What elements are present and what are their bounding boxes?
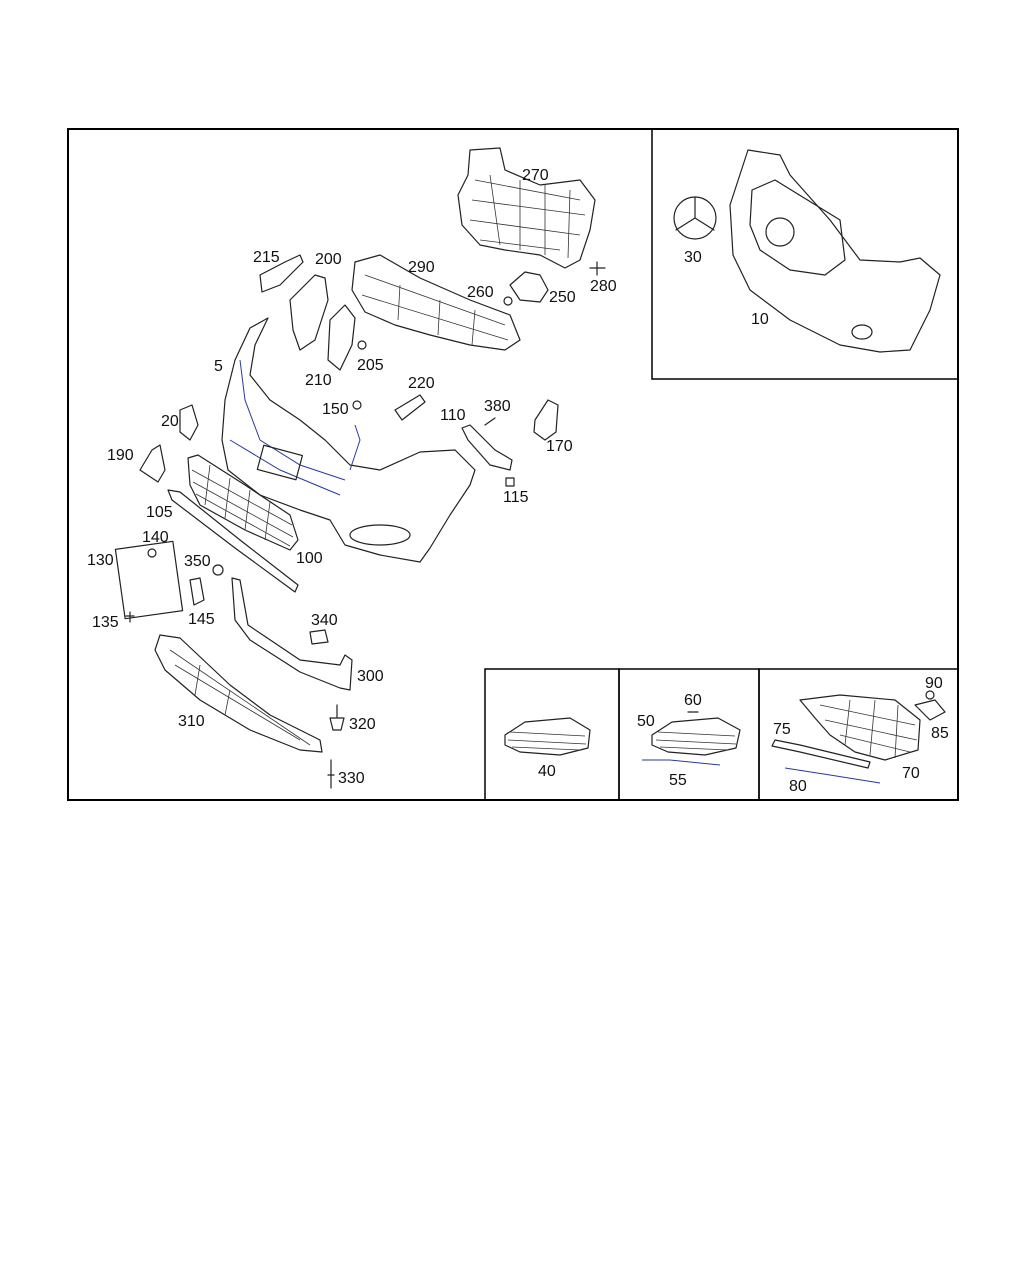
callout-280: 280 xyxy=(590,278,617,295)
part-250-bracket xyxy=(503,271,549,306)
callout-150: 150 xyxy=(322,401,349,418)
part-310-underguard xyxy=(154,634,323,753)
callout-105: 105 xyxy=(146,504,173,521)
part-70-fog-grille xyxy=(799,694,921,761)
callout-330: 330 xyxy=(338,770,365,787)
inset-vehicle-front-frame xyxy=(651,128,959,380)
callout-50: 50 xyxy=(637,713,655,730)
part-140-screw xyxy=(147,548,157,558)
callout-100: 100 xyxy=(296,550,323,567)
part-105-strip xyxy=(167,489,299,593)
callout-145: 145 xyxy=(188,611,215,628)
callout-115: 115 xyxy=(503,489,529,506)
callout-380: 380 xyxy=(484,398,511,415)
part-75-strip xyxy=(771,739,871,769)
part-190-trim xyxy=(139,444,166,483)
callout-210: 210 xyxy=(305,372,332,389)
part-100-grille xyxy=(187,454,299,551)
callout-215: 215 xyxy=(253,249,280,266)
callout-110: 110 xyxy=(440,407,466,424)
part-110-guide xyxy=(461,424,513,471)
part-145-clip xyxy=(189,577,205,606)
part-380-screw xyxy=(484,417,496,426)
callout-300: 300 xyxy=(357,668,384,685)
inset-foglamp-variant-2 xyxy=(618,668,760,801)
callout-70: 70 xyxy=(902,765,920,782)
callout-340: 340 xyxy=(311,612,338,629)
part-115-clip xyxy=(505,477,515,487)
part-50-fog-grille xyxy=(651,717,741,756)
callout-20: 20 xyxy=(161,413,179,430)
callout-85: 85 xyxy=(931,725,949,742)
part-150-screw xyxy=(352,400,362,410)
callout-80: 80 xyxy=(789,778,807,795)
part-40-fog-grille xyxy=(504,717,591,756)
part-135-screw xyxy=(125,611,135,623)
callout-55: 55 xyxy=(669,772,687,789)
callout-60: 60 xyxy=(684,692,702,709)
part-90-clip xyxy=(925,690,935,700)
part-5-bumper-cover xyxy=(221,317,476,563)
part-330-rivet xyxy=(327,759,335,789)
callout-290: 290 xyxy=(408,259,435,276)
part-270-bracket xyxy=(457,147,596,269)
callout-5: 5 xyxy=(214,358,223,375)
part-20-cap xyxy=(179,404,199,441)
part-220-bracket xyxy=(394,394,426,421)
callout-170: 170 xyxy=(546,438,573,455)
callout-200: 200 xyxy=(315,251,342,268)
part-55-trim xyxy=(642,759,721,766)
part-130-plate-bracket xyxy=(114,540,184,620)
callout-130: 130 xyxy=(87,552,114,569)
inset-vehicle-front xyxy=(729,149,941,353)
part-205-clip xyxy=(357,340,367,350)
part-170-cover xyxy=(533,399,559,441)
part-215-bracket xyxy=(259,254,304,293)
part-350-nut xyxy=(212,564,224,576)
callout-310: 310 xyxy=(178,713,205,730)
callout-350: 350 xyxy=(184,553,211,570)
callout-270: 270 xyxy=(522,167,549,184)
inset-foglamp-variant-3 xyxy=(758,668,959,801)
part-290-absorber xyxy=(351,254,521,351)
callout-75: 75 xyxy=(773,721,791,738)
part-210-bracket xyxy=(327,304,356,371)
callout-250: 250 xyxy=(549,289,576,306)
callout-140: 140 xyxy=(142,529,169,546)
part-80-strip xyxy=(784,767,881,784)
callout-220: 220 xyxy=(408,375,435,392)
part-200-bracket xyxy=(289,274,329,351)
callout-30: 30 xyxy=(684,249,702,266)
callout-40: 40 xyxy=(538,763,556,780)
callout-90: 90 xyxy=(925,675,943,692)
part-280-bolt xyxy=(589,261,606,276)
part-30-emblem xyxy=(673,196,717,240)
callout-190: 190 xyxy=(107,447,134,464)
callout-260: 260 xyxy=(467,284,494,301)
callout-205: 205 xyxy=(357,357,384,374)
part-320-clip xyxy=(329,704,345,731)
callout-10: 10 xyxy=(751,311,769,328)
callout-135: 135 xyxy=(92,614,119,631)
part-300-carrier xyxy=(231,577,353,691)
part-340-nut xyxy=(309,629,329,645)
main-diagram-frame xyxy=(67,128,959,801)
callout-320: 320 xyxy=(349,716,376,733)
part-85-bracket xyxy=(914,699,946,721)
